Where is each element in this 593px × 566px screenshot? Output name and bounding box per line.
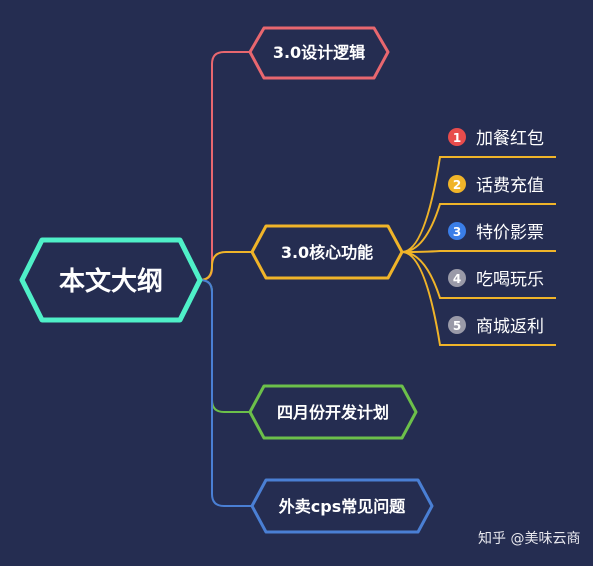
root-label: 本文大纲 — [59, 266, 163, 297]
branch-node-design[interactable]: 3.0设计逻辑 — [248, 26, 390, 80]
branch-node-faq[interactable]: 外卖cps常见问题 — [250, 478, 434, 534]
connector-april — [199, 279, 250, 413]
root-hexagon — [19, 237, 203, 323]
number-badge-text-5: 5 — [453, 319, 461, 333]
branch-hexagon-core — [250, 224, 404, 280]
branch-hexagon-april — [248, 384, 418, 440]
number-badge-2 — [448, 175, 466, 193]
watermark: 知乎 @美味云商 — [478, 531, 581, 547]
leaf-item-3[interactable]: 3 特价影票 — [448, 222, 544, 243]
leaf-item-2[interactable]: 2 话费充值 — [448, 175, 544, 196]
branch-label-faq: 外卖cps常见问题 — [278, 497, 406, 516]
leaf-label-1: 加餐红包 — [476, 129, 544, 149]
branch-hexagon-design — [248, 26, 390, 80]
root-node[interactable]: 本文大纲 — [19, 237, 203, 323]
branch-hexagon-faq — [250, 478, 434, 534]
core-connectors — [401, 156, 556, 346]
leaf-item-5[interactable]: 5 商城返利 — [448, 316, 544, 337]
branch-label-core: 3.0核心功能 — [281, 243, 373, 262]
number-badge-1 — [448, 128, 466, 146]
branch-node-core[interactable]: 3.0核心功能 — [250, 224, 404, 280]
leaf-label-5: 商城返利 — [476, 317, 544, 337]
leaf-item-4[interactable]: 4 吃喝玩乐 — [448, 269, 544, 290]
root-connectors — [199, 51, 252, 507]
branch-node-april[interactable]: 四月份开发计划 — [248, 384, 418, 440]
connector-faq — [199, 279, 252, 507]
leaf-label-3: 特价影票 — [476, 223, 544, 243]
branch-label-design: 3.0设计逻辑 — [273, 43, 365, 62]
leaf-label-2: 话费充值 — [476, 176, 544, 196]
number-badge-text-1: 1 — [453, 131, 461, 145]
leaf-item-1[interactable]: 1 加餐红包 — [448, 128, 544, 149]
number-badge-5 — [448, 316, 466, 334]
number-badge-text-2: 2 — [453, 178, 461, 192]
number-badge-4 — [448, 269, 466, 287]
number-badge-3 — [448, 222, 466, 240]
connector-design — [199, 51, 250, 281]
connector-leaf-5 — [401, 251, 556, 346]
connector-core — [199, 251, 252, 281]
leaf-label-4: 吃喝玩乐 — [476, 270, 544, 290]
number-badge-text-4: 4 — [453, 272, 461, 286]
number-badge-text-3: 3 — [453, 225, 461, 239]
branch-label-april: 四月份开发计划 — [277, 403, 389, 422]
connector-leaf-3 — [401, 250, 556, 253]
